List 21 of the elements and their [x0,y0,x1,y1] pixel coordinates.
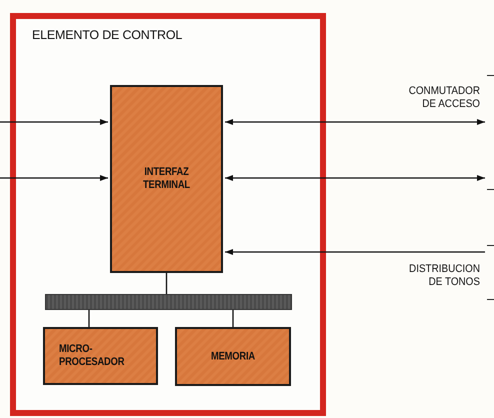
bracket [487,75,494,190]
arrow [0,119,108,125]
block-label: MEMORIA [210,350,256,363]
processor-block [43,327,158,385]
connector-line [166,273,168,294]
interface-block [110,85,223,273]
memory-block [175,327,291,386]
arrow [225,175,485,181]
connector-line [232,310,234,327]
port-label: DISTRIBUCION DE TONOS [408,263,480,289]
control-element-frame [10,13,326,416]
arrow [0,175,108,181]
bus-bar [45,294,292,310]
bracket [487,245,494,300]
frame-title: ELEMENTO DE CONTROL [32,29,182,42]
block-label: INTERFAZ TERMINAL [142,166,191,192]
port-label: CONMUTADOR DE ACCESO [408,85,480,111]
connector-line [88,310,90,327]
block-label: MICRO- PROCESADOR [59,343,126,369]
arrow [225,119,485,125]
arrow [225,249,485,255]
